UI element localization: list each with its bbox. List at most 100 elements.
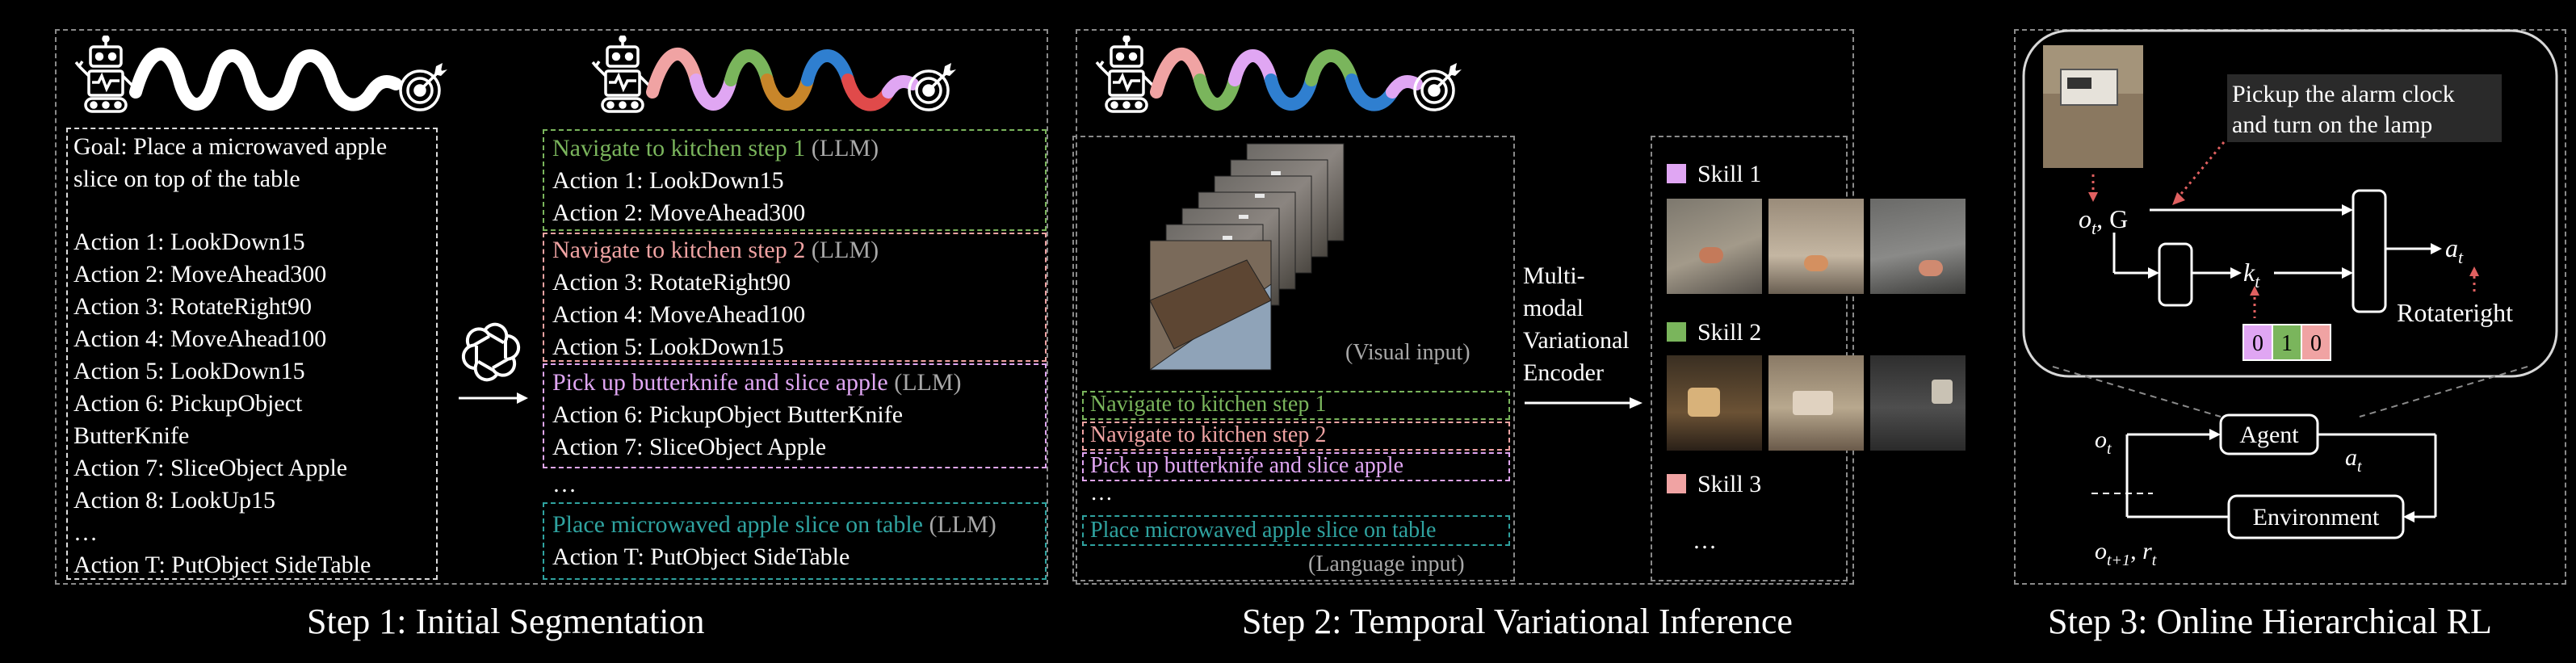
list-item: … — [73, 519, 98, 546]
trajectory-squiggle — [129, 48, 402, 111]
observation-image — [2043, 45, 2143, 168]
skills-ellipsis: … — [1693, 527, 1717, 554]
skill-2-frame — [1768, 355, 1864, 451]
visual-input-label: (Visual input) — [1345, 340, 1471, 365]
skill-2-frame — [1667, 355, 1762, 451]
policy-panel — [2022, 29, 2558, 378]
svg-text:at: at — [2345, 444, 2362, 476]
onehot-0: 0 — [2252, 331, 2263, 356]
list-item: Action 7: SliceObject Apple — [73, 455, 348, 481]
segment-last: Place microwaved apple slice on table (L… — [552, 509, 996, 573]
list-item: Action 4: MoveAhead100 — [552, 301, 806, 328]
step1-panel — [55, 29, 1048, 585]
skill-color-swatch — [1667, 322, 1686, 342]
robot-icon — [1095, 36, 1155, 113]
list-item: Action 3: RotateRight90 — [552, 269, 791, 296]
instruction-line-1: Pickup the alarm clock — [2232, 81, 2455, 107]
segment-1: Navigate to kitchen step 1 (LLM) Action … — [552, 132, 879, 229]
openai-logo-icon — [461, 322, 521, 382]
list-item: Action T: PutObject SideTable — [552, 543, 850, 570]
svg-text:ot+1, rt: ot+1, rt — [2095, 538, 2157, 569]
segment-2: Navigate to kitchen step 2 (LLM) Action … — [552, 234, 879, 363]
step2-panel — [1076, 29, 1854, 585]
list-item: Action T: PutObject SideTable — [73, 552, 371, 578]
lang-item-last: Place microwaved apple slice on table — [1090, 518, 1437, 543]
target-icon — [1413, 63, 1462, 111]
list-item: ButterKnife — [73, 422, 190, 449]
list-item: Action 2: MoveAhead300 — [73, 261, 327, 287]
list-item: Action 1: LookDown15 — [73, 229, 305, 255]
skill-1: Skill 1 — [1667, 158, 1761, 191]
skill-color-swatch — [1667, 164, 1686, 183]
skill-1-frame — [1667, 199, 1762, 294]
lang-box-1 — [1082, 391, 1510, 420]
segment-box-1 — [543, 129, 1047, 231]
lang-box-3 — [1082, 452, 1510, 481]
step1-caption: Step 1: Initial Segmentation — [307, 602, 705, 641]
segment-box-3 — [543, 363, 1047, 468]
robot-icon — [74, 36, 134, 113]
target-icon — [399, 63, 447, 111]
llm-tag: (LLM) — [929, 511, 996, 538]
skill-3: Skill 3 — [1667, 468, 1761, 501]
target-icon — [908, 63, 956, 111]
llm-tag: (LLM) — [894, 369, 962, 396]
svg-text:ot: ot — [2095, 426, 2112, 458]
skill-2: Skill 2 — [1667, 317, 1761, 349]
list-item: Action 6: PickupObject ButterKnife — [552, 401, 904, 428]
list-item: Action 4: MoveAhead100 — [73, 325, 327, 352]
list-item: Action 1: LookDown15 — [552, 167, 784, 194]
list-item: Action 7: SliceObject Apple — [552, 434, 827, 460]
segment-title: Pick up butterknife and slice apple — [552, 369, 888, 396]
raw-action-list: Action 1: LookDown15 Action 2: MoveAhead… — [73, 226, 371, 581]
visual-input-frames — [1150, 143, 1345, 371]
svg-text:at: at — [2445, 233, 2464, 267]
step3-diagram: Pickup the alarm clock and turn on the l… — [2022, 29, 2558, 569]
input-box — [1072, 136, 1515, 581]
list-item: Action 5: LookDown15 — [73, 358, 305, 384]
action-label: Rotateright — [2397, 298, 2513, 327]
robot-icon — [591, 36, 651, 113]
segment-3: Pick up butterknife and slice apple (LLM… — [552, 367, 962, 464]
llm-tag: (LLM) — [811, 135, 879, 162]
lang-item-3: Pick up butterknife and slice apple — [1090, 453, 1403, 478]
arrow-encoder — [1525, 397, 1643, 409]
lang-box-2 — [1082, 422, 1510, 451]
step3-caption: Step 3: Online Hierarchical RL — [2048, 602, 2492, 641]
language-input-label: (Language input) — [1308, 552, 1465, 577]
segment-title: Place microwaved apple slice on table — [552, 511, 923, 538]
segmented-trajectory-squiggle — [646, 48, 919, 111]
segment-box-2 — [543, 233, 1047, 362]
lang-item-1: Navigate to kitchen step 1 — [1090, 392, 1327, 417]
segment-box-last — [543, 502, 1047, 580]
list-item: Action 5: LookDown15 — [552, 334, 784, 360]
svg-text:kt: kt — [2243, 258, 2260, 292]
step2-caption: Step 2: Temporal Variational Inference — [1242, 602, 1793, 641]
lang-item-2: Navigate to kitchen step 2 — [1090, 422, 1327, 447]
segment-title: Navigate to kitchen step 1 — [552, 135, 806, 162]
goal-text: Goal: Place a microwaved apple slice on … — [73, 133, 388, 192]
skill-1-frame — [1768, 199, 1864, 294]
lang-box-last — [1082, 515, 1510, 546]
llm-tag: (LLM) — [811, 237, 879, 263]
segment-ellipsis: … — [552, 471, 577, 497]
list-item: Action 6: PickupObject — [73, 390, 303, 417]
list-item: Action 3: RotateRight90 — [73, 293, 312, 320]
arrow-llm-segmentation — [459, 392, 528, 404]
environment-label: Environment — [2253, 504, 2380, 531]
segmented-trajectory-squiggle — [1150, 48, 1423, 111]
list-item: Action 8: LookUp15 — [73, 487, 275, 514]
raw-trajectory-box — [66, 128, 438, 580]
skill-color-swatch — [1667, 474, 1686, 493]
svg-text:ot, G: ot, G — [2079, 204, 2128, 238]
agent-label: Agent — [2239, 422, 2299, 448]
lang-ellipsis: … — [1090, 480, 1113, 506]
encoder-label: Multi- modal Variational Encoder — [1523, 262, 1630, 386]
skill-1-frame — [1870, 199, 1966, 294]
onehot-1: 1 — [2281, 331, 2293, 356]
skill-2-frame — [1870, 355, 1966, 451]
instruction-line-2: and turn on the lamp — [2232, 111, 2432, 138]
segment-title: Navigate to kitchen step 2 — [552, 237, 806, 263]
onehot-2: 0 — [2310, 331, 2322, 356]
